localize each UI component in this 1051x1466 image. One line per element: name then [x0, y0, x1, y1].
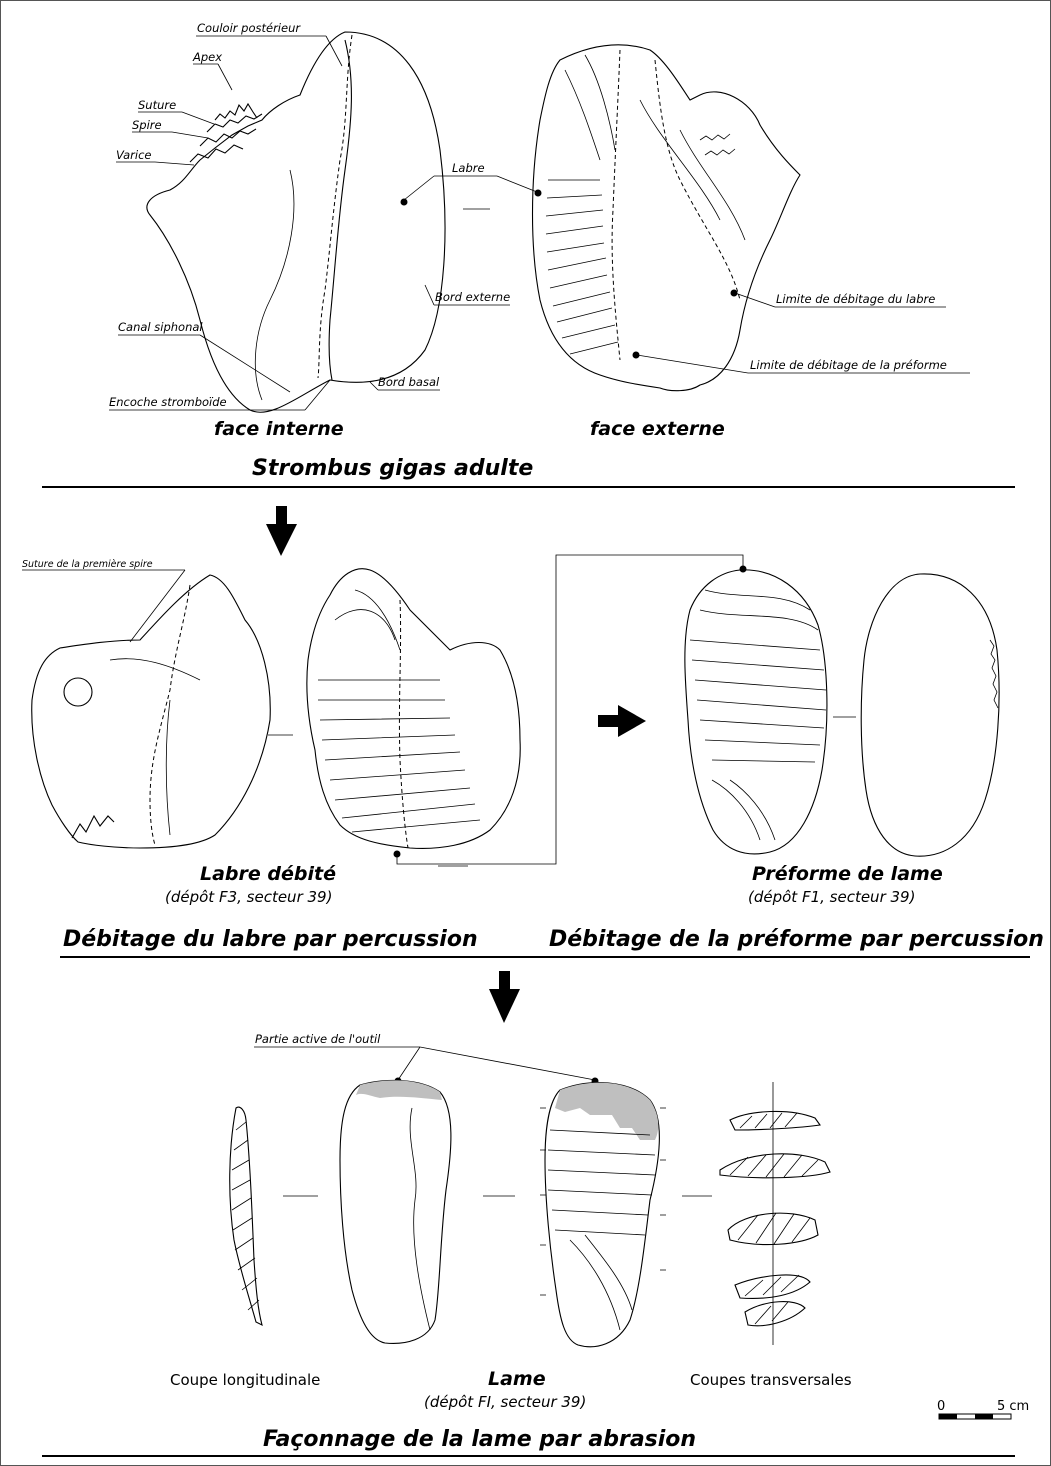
coupes-transversales-drawing: [720, 1082, 830, 1345]
caption-preforme: Préforme de lame: [752, 863, 943, 885]
section2-captions: Labre débité (dépôt F3, secteur 39) Préf…: [63, 863, 1044, 952]
label-encoche: Encoche stromboïde: [109, 395, 227, 409]
lame-face-2: [540, 1083, 666, 1347]
face-externe-drawing: [533, 45, 801, 391]
suture-leader: [22, 570, 185, 642]
arrow-down-1: [266, 506, 297, 556]
caption-lame: Lame: [488, 1368, 546, 1390]
caption-coupe-long: Coupe longitudinale: [170, 1371, 320, 1389]
label-canal: Canal siphonal: [118, 320, 203, 334]
section3-captions: Coupe longitudinale Lame (dépôt FI, sect…: [170, 1368, 852, 1452]
title-debitage-labre: Débitage du labre par percussion: [63, 927, 478, 952]
label-couloir: Couloir postérieur: [197, 21, 301, 35]
arrow-right: [598, 705, 646, 737]
scale-bar: 0 5 cm: [937, 1399, 1029, 1419]
label-limite-preforme: Limite de débitage de la préforme: [750, 358, 947, 372]
caption-coupes-trans: Coupes transversales: [690, 1371, 852, 1389]
section1-leaders: [109, 36, 970, 410]
section1-labels: Couloir postérieur Apex Suture Spire Var…: [109, 21, 947, 481]
face-interne-drawing: [147, 32, 445, 412]
label-labre: Labre: [452, 161, 485, 175]
labre-debite-interne: [32, 575, 271, 848]
caption-face-interne: face interne: [214, 418, 344, 440]
preforme-face-1: [685, 570, 827, 854]
caption-preforme-depot: (dépôt F1, secteur 39): [748, 888, 915, 906]
label-bord-externe: Bord externe: [435, 290, 510, 304]
title-faconnage: Façonnage de la lame par abrasion: [263, 1427, 696, 1452]
label-bord-basal: Bord basal: [378, 375, 440, 389]
title-strombus: Strombus gigas adulte: [252, 456, 533, 481]
caption-labre-debite: Labre débité: [200, 863, 336, 885]
labre-debite-externe: [307, 569, 520, 849]
title-debitage-preforme: Débitage de la préforme par percussion: [549, 927, 1044, 952]
scale-label-five: 5 cm: [997, 1399, 1029, 1414]
label-apex: Apex: [192, 50, 222, 64]
label-suture-premiere: Suture de la première spire: [22, 559, 153, 570]
label-partie-active: Partie active de l'outil: [255, 1032, 381, 1046]
preforme-face-2: [861, 574, 999, 856]
caption-labre-depot: (dépôt F3, secteur 39): [165, 888, 332, 906]
partie-active-leader: [254, 1047, 599, 1085]
caption-lame-depot: (dépôt FI, secteur 39): [424, 1393, 586, 1411]
label-suture: Suture: [138, 98, 176, 112]
arrow-down-2: [489, 971, 520, 1023]
caption-face-externe: face externe: [590, 418, 725, 440]
coupe-longitudinale-drawing: [230, 1107, 262, 1325]
lame-face-1: [340, 1080, 451, 1343]
scale-label-zero: 0: [937, 1399, 945, 1414]
label-spire: Spire: [132, 118, 162, 132]
label-varice: Varice: [116, 148, 152, 162]
label-limite-labre: Limite de débitage du labre: [776, 292, 935, 306]
